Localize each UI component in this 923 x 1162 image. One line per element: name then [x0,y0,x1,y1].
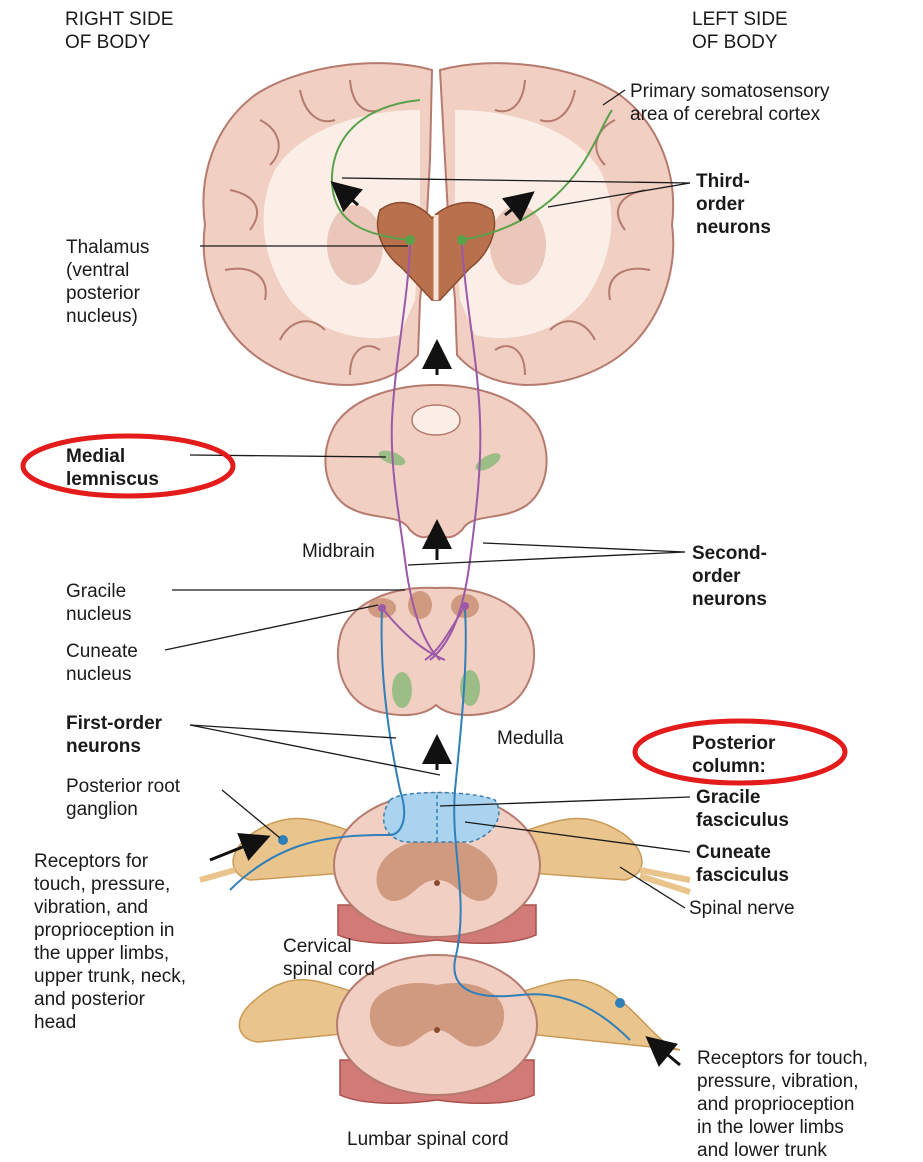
label-gracile-fasciculus: Gracile fasciculus [696,786,789,832]
label-third-order-neurons: Third- order neurons [696,170,771,239]
label-spinal-nerve: Spinal nerve [689,897,795,920]
pyramid-left [392,672,412,708]
cervical-nerve-rootlets-right [640,870,690,892]
header-right-side-of-body: RIGHT SIDE OF BODY [65,8,173,54]
cervical-central-canal [434,880,440,886]
label-cuneate-fasciculus: Cuneate fasciculus [696,841,789,887]
label-receptors-lower: Receptors for touch, pressure, vibration… [697,1047,868,1162]
posterior-column-fill [384,793,499,843]
label-cuneate-nucleus: Cuneate nucleus [66,640,138,686]
label-medial-lemniscus: Medial lemniscus [66,445,159,491]
thalamus-synapse-left [457,235,467,245]
leader-posterior-root-ganglion [222,790,280,838]
label-lumbar-spinal-cord: Lumbar spinal cord [347,1128,509,1151]
label-thalamus: Thalamus (ventral posterior nucleus) [66,236,149,328]
brain-coronal-section [203,63,673,385]
label-receptors-upper: Receptors for touch, pressure, vibration… [34,850,186,1034]
label-primary-somatosensory-area: Primary somatosensory area of cerebral c… [630,80,830,126]
midbrain-section [325,385,546,537]
label-first-order-neurons: First-order neurons [66,712,162,758]
thalamus-synapse-right [405,235,415,245]
label-posterior-column: Posterior column: [692,732,775,778]
cuneate-synapse [461,602,469,610]
label-medulla: Medulla [497,727,564,750]
label-midbrain: Midbrain [302,540,375,563]
leader-second-order-b [408,552,685,565]
leader-second-order-a [483,543,685,552]
label-gracile-nucleus: Gracile nucleus [66,580,132,626]
gracile-synapse [378,604,386,612]
label-second-order-neurons: Second- order neurons [692,542,767,611]
label-posterior-root-ganglion: Posterior root ganglion [66,775,180,821]
header-left-side-of-body: LEFT SIDE OF BODY [692,8,788,54]
lumbar-central-canal [434,1027,440,1033]
cerebral-aqueduct-area [412,405,460,435]
posterior-root-ganglion-upper [278,835,288,845]
cervical-spinal-cord [200,793,690,944]
posterior-root-ganglion-lower [615,998,625,1008]
cervical-nerve-rootlets-left [200,870,235,880]
label-cervical-spinal-cord: Cervical spinal cord [283,935,375,981]
